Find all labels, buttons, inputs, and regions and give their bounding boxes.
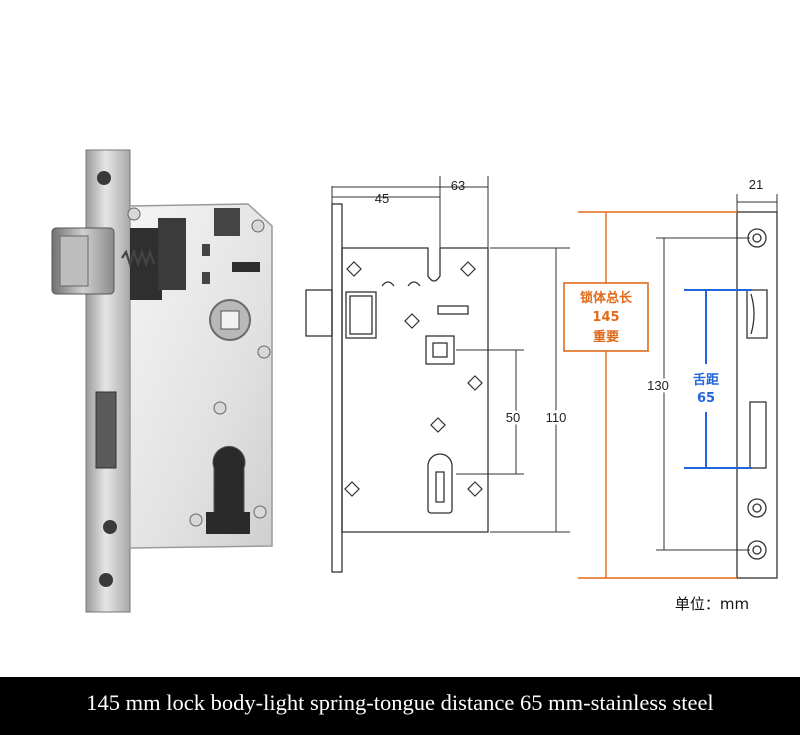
cylinder-hole bbox=[212, 446, 246, 521]
tongue-distance-value: 65 bbox=[697, 391, 715, 406]
dim-screw-spacing: 130 bbox=[647, 378, 669, 393]
unit-label: 单位：mm bbox=[675, 595, 749, 613]
tongue-distance-label: 舌距 bbox=[693, 372, 719, 388]
bolt-slot bbox=[95, 391, 117, 469]
dim-width: 63 bbox=[451, 178, 465, 193]
front-view-outline bbox=[305, 203, 489, 573]
total-length-box bbox=[563, 282, 649, 352]
caption-bar bbox=[0, 677, 800, 735]
side-view-dimension-lines bbox=[656, 194, 778, 551]
total-length-note: 重要 bbox=[593, 329, 619, 345]
faceplate-screw-hole bbox=[99, 573, 113, 587]
dim-body-height: 110 bbox=[546, 410, 567, 425]
caption-text: 145 mm lock body-light spring-tongue dis… bbox=[86, 690, 714, 715]
spring bbox=[121, 248, 156, 268]
front-view-dimension-lines bbox=[331, 176, 570, 533]
lock-body-photo bbox=[51, 149, 273, 613]
total-length-dimension bbox=[578, 211, 737, 579]
front-view-screws bbox=[344, 261, 483, 497]
dim-backset: 45 bbox=[375, 191, 389, 206]
faceplate bbox=[85, 149, 131, 613]
side-view-faceplate bbox=[736, 211, 778, 579]
dim-handle-to-cylinder: 50 bbox=[506, 410, 520, 425]
technical-drawing: 45 63 50 110 21 130 锁体总长 145 重要 舌距 65 单位… bbox=[305, 176, 778, 613]
tongue-distance-dimension bbox=[684, 289, 752, 469]
faceplate-screw-hole bbox=[103, 520, 117, 534]
total-length-value: 145 bbox=[592, 310, 619, 325]
total-length-label: 锁体总长 bbox=[580, 290, 633, 306]
faceplate-screw-hole bbox=[97, 171, 111, 185]
dim-faceplate-width: 21 bbox=[749, 177, 763, 192]
